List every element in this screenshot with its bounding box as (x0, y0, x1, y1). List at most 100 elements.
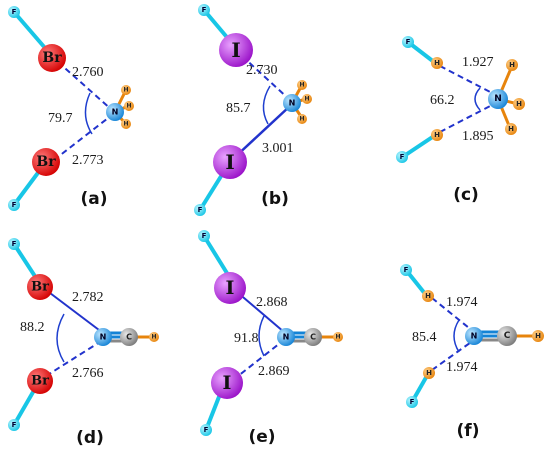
atom-f (8, 6, 20, 18)
angle-label: 85.4 (412, 330, 437, 345)
angle-label: 79.7 (48, 111, 73, 126)
halogen-bond (53, 114, 113, 161)
hydrogen-bond (439, 65, 495, 95)
atom-f-label: F (12, 201, 17, 209)
atom-f-label: F (12, 8, 17, 16)
hydrogen-bond (439, 103, 495, 133)
atom-h (532, 330, 544, 342)
panel-label: (e) (248, 427, 275, 447)
atom-n (277, 328, 295, 346)
atom-h (302, 94, 312, 104)
atom-br-label: Br (42, 50, 62, 66)
angle-label: 85.7 (226, 101, 251, 116)
atom-h-label: H (304, 96, 309, 103)
angle-arc (262, 85, 271, 125)
bond-f-i (202, 234, 232, 280)
hydrogen-bond (431, 339, 475, 371)
atom-h-label: H (508, 125, 514, 133)
atom-f-label: F (404, 266, 409, 274)
atom-f (194, 204, 206, 216)
atom-br-label: Br (31, 374, 49, 389)
atom-h (431, 129, 443, 141)
atom-h (423, 367, 435, 379)
distance-label: 1.895 (462, 129, 494, 144)
panel-a: F Br Br F N H H H 2.760 79.7 2.773 (a) (8, 6, 134, 211)
atom-br (27, 368, 53, 394)
hydrogen-bond (431, 297, 475, 333)
panel-label: (d) (76, 428, 104, 448)
halogen-bond (233, 105, 291, 159)
distance-label: 2.782 (72, 290, 104, 305)
atom-c (497, 326, 517, 346)
atom-br (27, 274, 53, 300)
atom-h (505, 123, 517, 135)
atom-h (506, 59, 518, 71)
distance-label: 2.760 (72, 65, 104, 80)
distance-label: 2.766 (72, 366, 104, 381)
panel-label: (a) (80, 189, 107, 209)
atom-h (121, 85, 131, 95)
atom-h (431, 57, 443, 69)
angle-arc (258, 315, 265, 357)
atom-c (120, 328, 138, 346)
halogen-bond (241, 55, 291, 101)
atom-h-label: H (425, 292, 431, 300)
atom-i-label: I (226, 277, 235, 299)
atom-f-label: F (410, 398, 415, 406)
atom-h-label: H (299, 116, 304, 123)
atom-h-label: H (516, 100, 522, 108)
panel-label: (b) (261, 189, 289, 209)
atom-h-label: H (426, 369, 432, 377)
atom-i (214, 272, 246, 304)
atom-c-label: C (126, 333, 132, 342)
atom-i (213, 145, 247, 179)
atom-br (38, 44, 66, 72)
atom-n (465, 327, 483, 345)
atom-n (106, 103, 124, 121)
atom-i-label: I (225, 150, 234, 174)
atom-f-label: F (12, 421, 17, 429)
atom-h-label: H (335, 334, 340, 341)
angle-label: 88.2 (20, 320, 45, 335)
distance-label: 2.869 (258, 364, 290, 379)
atom-h-label: H (535, 332, 541, 340)
angle-label: 91.8 (234, 331, 259, 346)
atom-br-label: Br (36, 154, 56, 170)
atom-f-label: F (400, 153, 405, 161)
distance-label: 2.773 (72, 153, 104, 168)
atom-i (219, 33, 253, 67)
bond-f-h (402, 134, 436, 158)
atom-i-label: I (223, 372, 232, 394)
atom-h-label: H (123, 121, 128, 128)
halogen-bond (236, 291, 285, 333)
atom-h (333, 332, 343, 342)
atom-h-label: H (434, 59, 440, 67)
atom-h (121, 119, 131, 129)
angle-arc (84, 92, 93, 135)
atom-n-label: N (100, 333, 107, 342)
atom-f (406, 396, 418, 408)
atom-h (422, 290, 434, 302)
atom-h (297, 114, 307, 124)
atom-h-label: H (509, 61, 515, 69)
atom-n-label: N (289, 99, 296, 108)
atom-f (8, 419, 20, 431)
panel-e: F I I F N C H 2.868 91.8 2.869 (e) (198, 230, 343, 447)
halogen-bond (45, 339, 104, 377)
distance-label: 1.927 (462, 55, 494, 70)
atom-h (513, 98, 525, 110)
atom-h-label: H (123, 87, 128, 94)
atom-h (297, 80, 307, 90)
atom-n-label: N (112, 108, 119, 117)
halogen-bond (232, 339, 285, 381)
angle-arc (56, 313, 65, 363)
distance-label: 1.974 (446, 360, 478, 375)
atom-f (198, 4, 210, 16)
atom-h (124, 101, 134, 111)
atom-f-label: F (204, 426, 209, 434)
atom-f (198, 230, 210, 242)
distance-label: 2.730 (246, 63, 278, 78)
atom-f (8, 199, 20, 211)
panel-f: F H H F N C H 1.974 85.4 1.974 (f) (400, 264, 544, 441)
